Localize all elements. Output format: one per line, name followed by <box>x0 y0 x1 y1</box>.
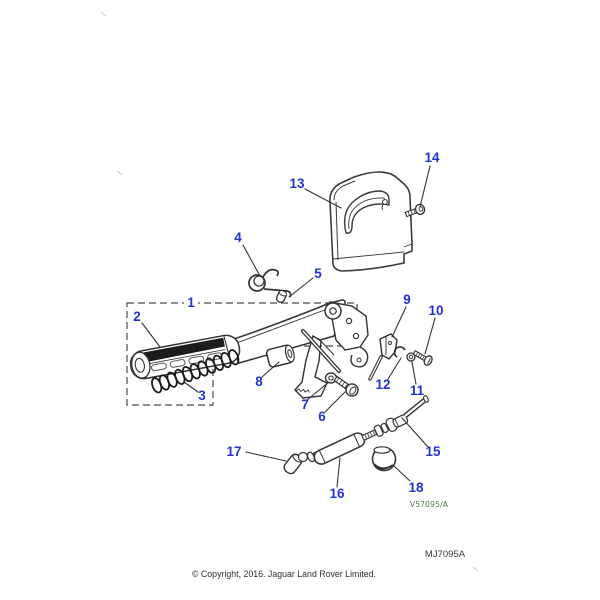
callout-11[interactable]: 11 <box>410 383 425 398</box>
clip-drawing <box>393 346 406 358</box>
clevis-pin-drawing <box>275 289 288 303</box>
leader-lines <box>141 165 436 488</box>
callout-5[interactable]: 5 <box>314 266 322 281</box>
screw-10-drawing <box>412 350 433 366</box>
callout-18[interactable]: 18 <box>408 480 424 495</box>
ratchet-sector-drawing <box>294 329 341 399</box>
callout-13[interactable]: 13 <box>289 176 305 191</box>
assembly-boundary-dashes <box>126 302 358 406</box>
coil-spring-drawing <box>151 349 240 394</box>
stray-marks <box>100 11 479 572</box>
callout-4[interactable]: 4 <box>234 230 242 245</box>
cable-clevis-drawing <box>283 451 309 475</box>
pawl-rod-drawing <box>368 333 398 381</box>
copyright-text: © Copyright, 2016. Jaguar Land Rover Lim… <box>192 569 376 579</box>
washer-11-drawing <box>406 352 416 362</box>
torsion-spring-drawing <box>248 268 292 298</box>
boot-cover-drawing <box>329 171 413 272</box>
callout-15[interactable]: 15 <box>425 444 441 459</box>
callout-12[interactable]: 12 <box>375 377 390 392</box>
callout-7[interactable]: 7 <box>301 397 309 412</box>
bushing-drawing <box>265 344 295 368</box>
bolt-drawing <box>333 375 359 397</box>
callout-17[interactable]: 17 <box>226 444 241 459</box>
cover-screw-drawing <box>404 203 426 218</box>
callout-3[interactable]: 3 <box>198 388 206 403</box>
grommet-drawing <box>371 446 397 472</box>
figure-code: MJ7095A <box>425 549 466 560</box>
cable-upper-casing-drawing <box>403 395 429 418</box>
callout-2[interactable]: 2 <box>133 309 141 324</box>
callout-14[interactable]: 14 <box>424 150 440 165</box>
callout-16[interactable]: 16 <box>329 486 345 501</box>
callout-6[interactable]: 6 <box>318 409 326 424</box>
pivot-bracket-drawing <box>324 301 369 368</box>
grip-drawing <box>129 334 241 380</box>
callout-1-backing <box>184 296 198 308</box>
callout-8[interactable]: 8 <box>255 374 263 389</box>
drawing-code: V57095/A <box>410 500 449 509</box>
cable-assembly-drawing <box>283 395 429 475</box>
callout-10[interactable]: 10 <box>428 303 443 318</box>
callout-9[interactable]: 9 <box>403 292 411 307</box>
callout-1[interactable]: 1 <box>187 295 195 310</box>
